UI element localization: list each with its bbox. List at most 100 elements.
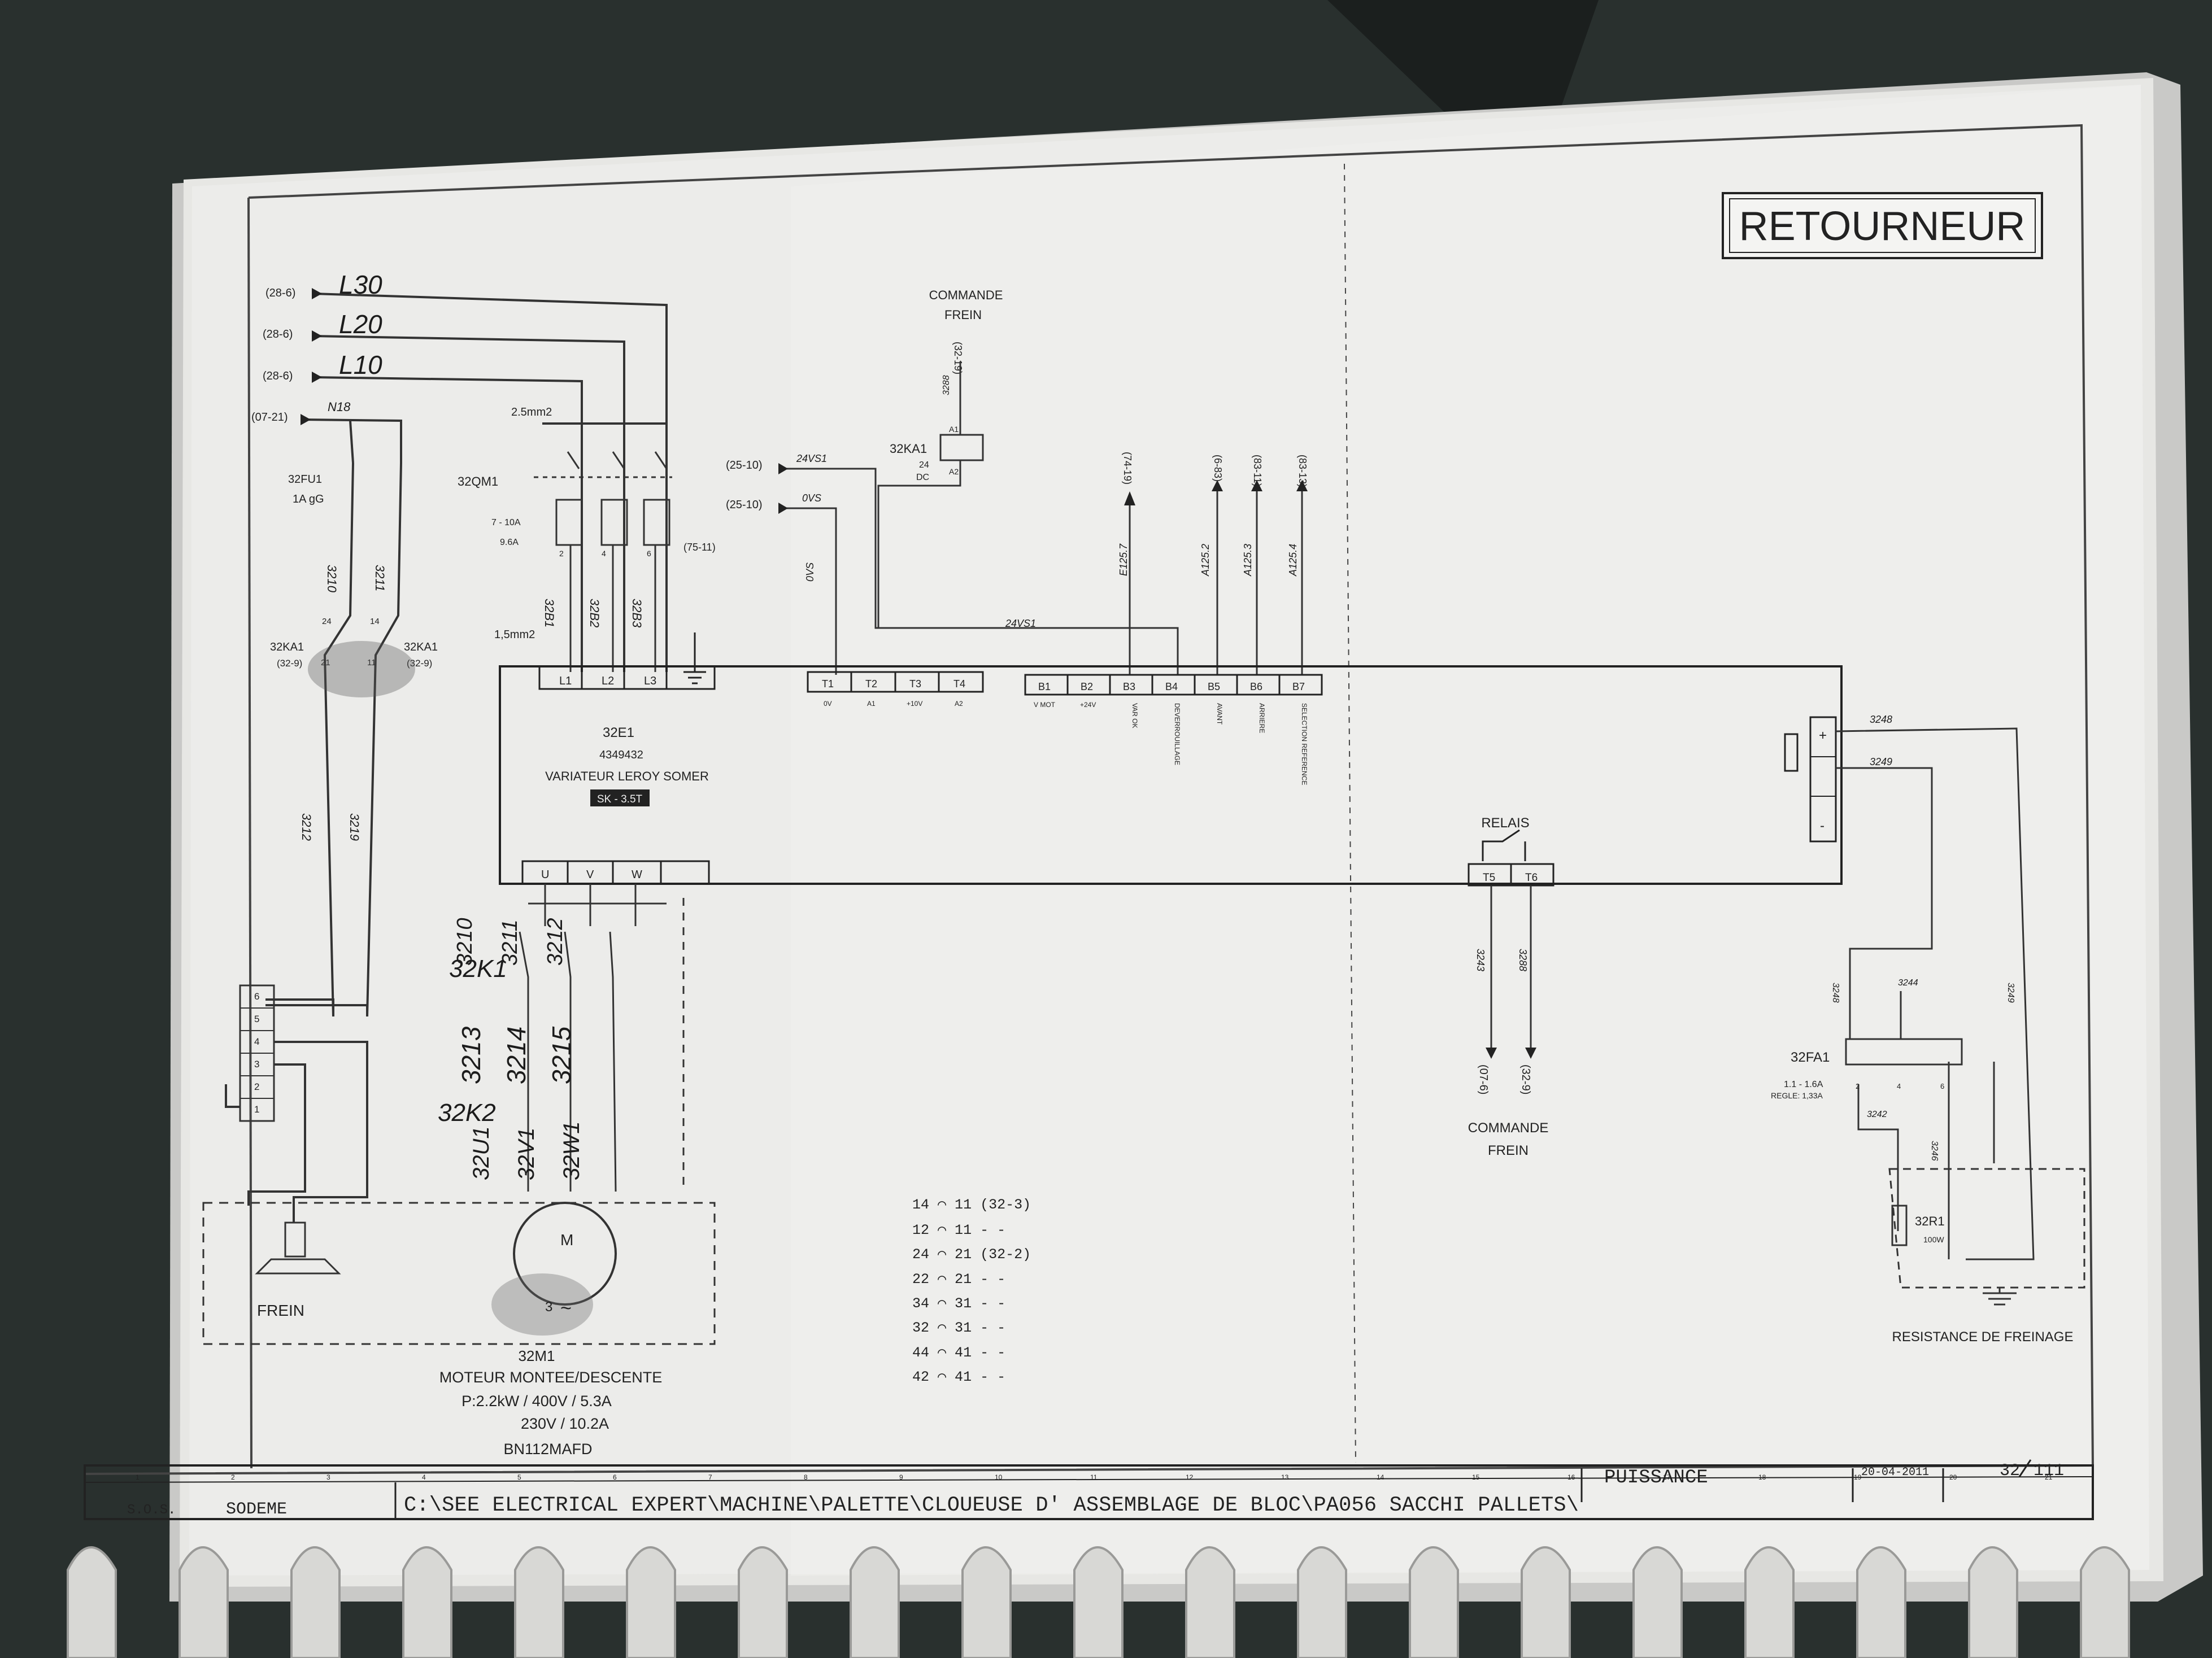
breaker-term-2: 2: [559, 549, 564, 558]
title-path: C:\SEE ELECTRICAL EXPERT\MACHINE\PALETTE…: [404, 1494, 1579, 1517]
supply-ref-l20: (28-6): [263, 328, 293, 341]
binding-ring: [67, 1546, 117, 1658]
drive-relay-label: RELAIS: [1481, 815, 1529, 831]
brake-connector: 6 5 4 3 2 1 FREIN: [225, 984, 368, 1319]
workbench-shadow: [1327, 0, 1599, 136]
motor-hand-w3-c: 32W1: [559, 1122, 584, 1181]
title-column-19: 19: [1854, 1473, 1862, 1481]
drive-out-v: V: [586, 869, 594, 881]
drive-term-t2: T2: [865, 678, 877, 690]
drive-desc: VARIATEUR LEROY SOMER: [545, 769, 709, 783]
supply-wires: [302, 293, 668, 672]
drive-b6-sub: ARRIERE: [1258, 703, 1266, 733]
breaker-term-6: 6: [647, 549, 651, 558]
title-column-4: 4: [422, 1473, 426, 1481]
brake-pin-2: 2: [254, 1081, 259, 1092]
drive-dc-plus: +: [1819, 728, 1827, 743]
drive-term-t1: T1: [822, 678, 834, 690]
supply-ref-l10: (28-6): [263, 370, 293, 382]
supply-ref-l30: (28-6): [265, 287, 295, 299]
relay-out-title: COMMANDE: [1468, 1120, 1549, 1136]
binding-ring: [961, 1546, 1012, 1658]
drive-term-l3: L3: [644, 675, 656, 687]
motor-hand-w3-b: 32V1: [514, 1128, 539, 1180]
drive-b5-sub: AVANT: [1216, 703, 1223, 725]
title-designer: SODEME: [226, 1500, 287, 1519]
title-column-7: 7: [708, 1473, 712, 1481]
input-wire-24v-b: 24VS1: [1005, 618, 1036, 629]
title-date: 20-04-2011: [1861, 1466, 1929, 1479]
title-column-13: 13: [1281, 1473, 1289, 1481]
breaker-range: 7 - 10A: [491, 518, 521, 527]
fuse-wire-1: 3210: [325, 565, 339, 593]
input-wire-b6: A125.3: [1242, 544, 1253, 577]
contact-row-7: 44 ⌒ 41 - -: [912, 1345, 1005, 1361]
binding-ring: [1185, 1546, 1235, 1658]
brake-pin-1: 1: [254, 1104, 259, 1115]
drive-out-u: U: [541, 869, 549, 881]
contact-row-4: 22 ⌒ 21 - -: [912, 1271, 1005, 1288]
title-column-17: 17: [1663, 1473, 1671, 1481]
breaker-term-4: 4: [602, 549, 606, 558]
breaker-aux-ref: (75-11): [683, 542, 716, 553]
drive-out-w: W: [632, 869, 642, 881]
motor-hand-k2: 32K2: [438, 1099, 496, 1127]
sheet-title: RETOURNEUR: [1739, 204, 2026, 249]
binding-ring: [402, 1546, 452, 1658]
brake-label: FREIN: [257, 1302, 304, 1319]
contactor-right-ref: (32-9): [407, 658, 432, 669]
relay-out-wire-1: 3243: [1475, 949, 1486, 971]
contacts-table: 14 ⌒ 11 (32-3) 12 ⌒ 11 - - 24 ⌒ 21 (32-2…: [912, 1197, 1031, 1385]
title-column-5: 5: [517, 1473, 521, 1481]
motor-hand-k1: 32K1: [449, 955, 507, 983]
braking-label: RESISTANCE DE FREINAGE: [1892, 1329, 2074, 1345]
fuse-wire-2: 3211: [373, 565, 387, 591]
title-column-6: 6: [613, 1473, 617, 1481]
supply-ref-neutral: (07-21): [251, 411, 288, 424]
motor-desc: MOTEUR MONTEE/DESCENTE: [439, 1369, 663, 1386]
supply-hand-l10: L10: [339, 350, 382, 379]
sheet-title-box: RETOURNEUR: [1722, 192, 2043, 259]
drive-b7-sub: SELECTION REFERENCE: [1300, 703, 1308, 785]
relay-out-ref-1: (07-6): [1477, 1064, 1490, 1094]
breaker-setting: 9.6A: [500, 538, 519, 547]
contactor-pin-24: 24: [322, 617, 332, 626]
breaker-wire-2: 32B2: [587, 599, 602, 627]
braking-r-value: 100W: [1923, 1235, 1944, 1244]
motor-hand-w1-a: 3210: [453, 918, 477, 966]
supply-hand-l20: L20: [339, 309, 382, 339]
command-relay-wire: 3288: [942, 375, 951, 395]
breaker-32qm1: 32QM1 7 - 10A 9.6A (75-11) 2 4 6 32B1 32…: [458, 451, 716, 672]
motor-hand-w2-c: 3215: [547, 1026, 576, 1084]
motor-symbol-m: M: [560, 1231, 573, 1249]
motor-model: BN112MAFD: [503, 1441, 592, 1458]
binding-ring: [1968, 1546, 2018, 1658]
command-relay-title: COMMANDE: [929, 288, 1003, 302]
fuse-32fu1: 32FU1 1A gG 3210 3211: [265, 463, 402, 1017]
braking-pin-4: 4: [1897, 1082, 1901, 1090]
fuse-name: 32FU1: [288, 473, 322, 486]
contactor-left-ref: (32-9): [277, 658, 302, 669]
drive-name: 32E1: [603, 725, 634, 740]
fuse-rating: 1A gG: [293, 493, 324, 505]
breaker-wire-3: 32B3: [630, 599, 644, 628]
contactor-wire-1: 3212: [299, 813, 313, 841]
brake-pin-5: 5: [254, 1014, 259, 1024]
motor-hand-w2-b: 3214: [502, 1027, 531, 1084]
drive-term-t5: T5: [1483, 872, 1495, 884]
drive-term-b7: B7: [1292, 681, 1305, 692]
title-section: PUISSANCE: [1604, 1467, 1708, 1489]
drive-t1-sub: 0V: [824, 700, 832, 708]
braking-pin-6: 6: [1940, 1082, 1944, 1090]
supply-neutral: N18: [328, 400, 351, 414]
command-relay-a1: A1: [949, 425, 959, 434]
braking-fa-setting: REGLE: 1,33A: [1771, 1091, 1823, 1100]
title-column-10: 10: [995, 1473, 1003, 1481]
input-wire-b3: E125.7: [1118, 543, 1129, 576]
binding-ring: [626, 1546, 676, 1658]
contact-row-8: 42 ⌒ 41 - -: [912, 1369, 1005, 1385]
brake-pin-6: 6: [254, 991, 259, 1002]
drive-model: SK - 3.5T: [597, 793, 643, 805]
